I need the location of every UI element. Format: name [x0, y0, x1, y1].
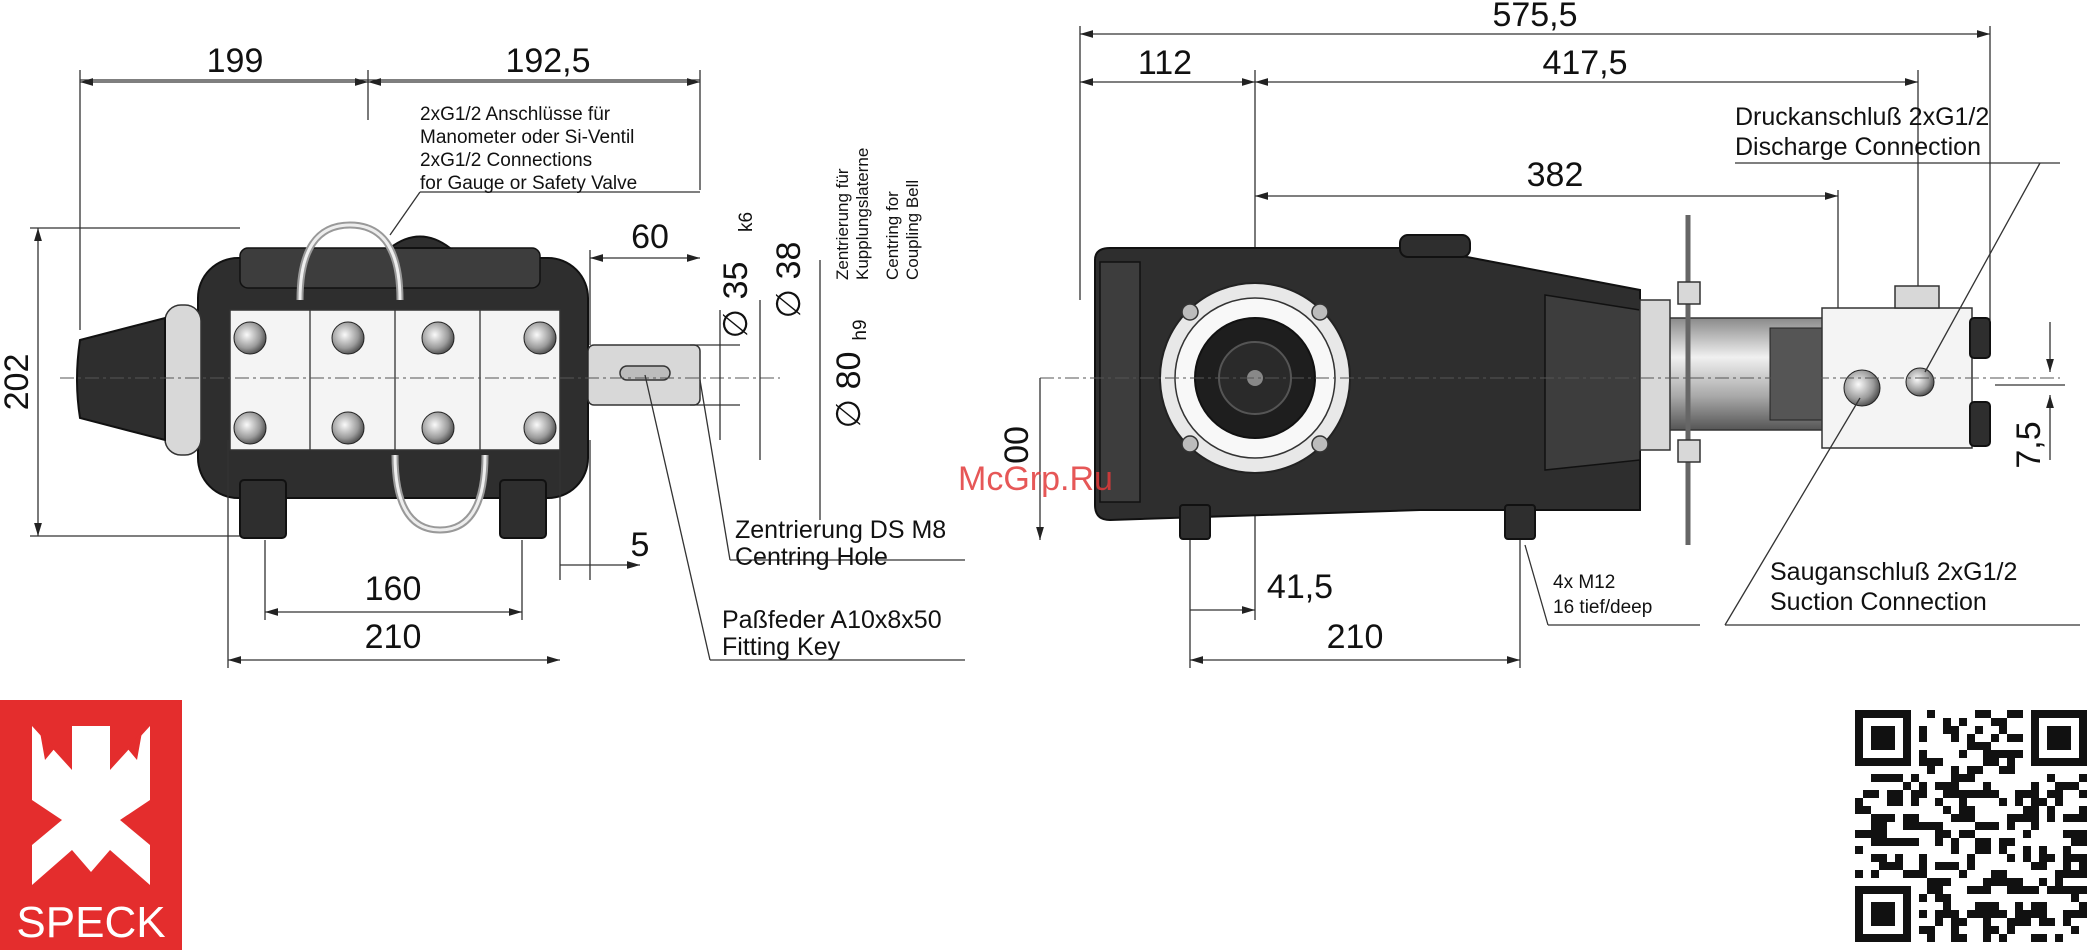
callout-suction-line1: Sauganschluß 2xG1/2: [1770, 558, 2017, 586]
callout-fitting-key-line2: Fitting Key: [722, 633, 841, 661]
dim-width-right: 192,5: [505, 42, 590, 80]
dim-centring-diameter-tol: h9: [850, 319, 871, 340]
callout-mounting-line1: 4x M12: [1553, 572, 1615, 593]
left-view: 199 192,5 202: [0, 42, 965, 668]
dim-foot-offset: 41,5: [1267, 568, 1333, 606]
qr-code-icon: [1851, 706, 2091, 946]
watermark: McGrp.Ru: [958, 460, 1113, 498]
right-view: 575,5 112 417,5 382: [998, 0, 2080, 668]
dim-foot-width: 210: [365, 618, 422, 656]
callout-discharge-line1: Druckanschluß 2xG1/2: [1735, 103, 1989, 131]
callout-gauge-line4: for Gauge or Safety Valve: [420, 173, 637, 194]
logo-text: SPECK: [16, 898, 165, 947]
dim-shaft-length: 60: [631, 218, 669, 256]
callout-suction-line2: Suction Connection: [1770, 588, 1987, 616]
dim-width-left: 199: [207, 42, 264, 80]
callout-gauge-line1: 2xG1/2 Anschlüsse für: [420, 104, 611, 125]
dim-shoulder-diameter: ∅ 38: [770, 242, 808, 319]
dim-stroke-length: 382: [1527, 156, 1584, 194]
speck-logo: SPECK: [0, 700, 182, 950]
callout-coupling-bell-line4: Coupling Bell: [903, 180, 922, 280]
dim-foot-spacing: 160: [365, 570, 422, 608]
dim-height: 202: [0, 354, 36, 411]
dim-foot-width-right: 210: [1327, 618, 1384, 656]
dim-front-length: 112: [1138, 44, 1192, 82]
dim-shaft-offset: 5: [631, 526, 650, 564]
dim-total-length: 575,5: [1492, 0, 1577, 34]
dim-rear-length: 417,5: [1542, 44, 1627, 82]
dim-shaft-diameter-tol: k6: [736, 212, 757, 232]
callout-centring-hole-line1: Zentrierung DS M8: [735, 516, 946, 544]
callout-coupling-bell-line3: Centring for: [883, 191, 902, 280]
callout-mounting-line2: 16 tief/deep: [1553, 597, 1652, 618]
dim-height-partial: 00: [998, 426, 1036, 464]
callout-coupling-bell-line1: Zentrierung für: [833, 168, 852, 280]
callout-fitting-key-line1: Paßfeder A10x8x50: [722, 606, 942, 634]
dim-port-offset: 7,5: [2010, 421, 2048, 468]
callout-coupling-bell-line2: Kupplungslaterne: [853, 148, 872, 280]
callout-discharge-line2: Discharge Connection: [1735, 133, 1981, 161]
callout-centring-hole-line2: Centring Hole: [735, 543, 888, 571]
callout-gauge-line2: Manometer oder Si-Ventil: [420, 127, 634, 148]
dim-shaft-diameter: ∅ 35: [717, 262, 755, 339]
dim-centring-diameter: ∅ 80: [830, 352, 868, 429]
callout-gauge-line3: 2xG1/2 Connections: [420, 150, 592, 171]
